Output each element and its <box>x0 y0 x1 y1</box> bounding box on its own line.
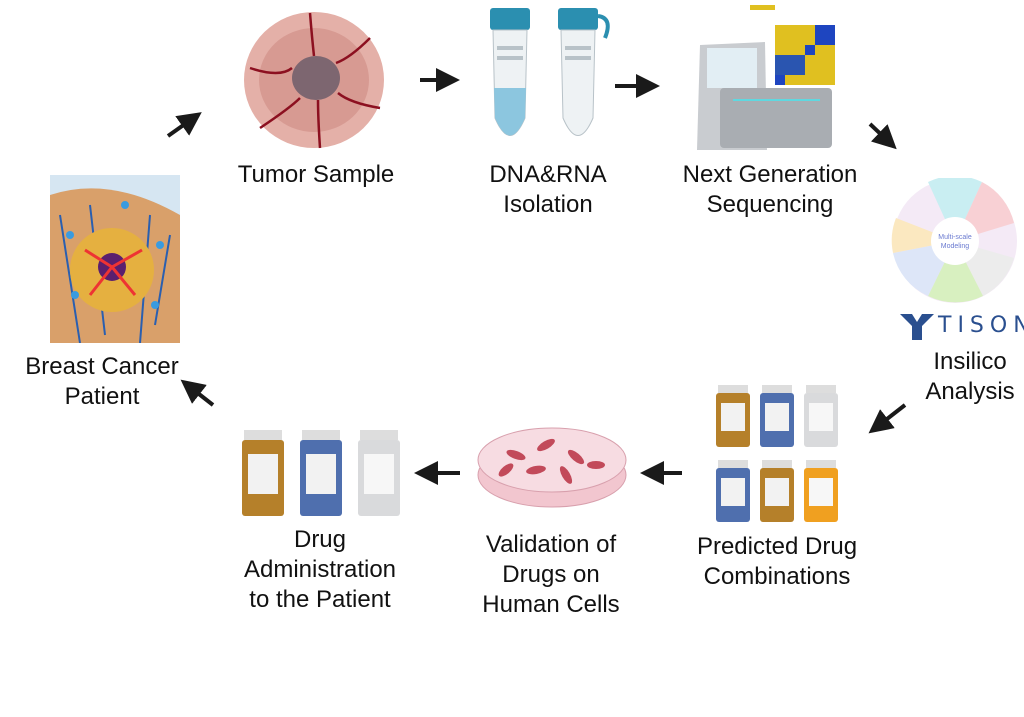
label-line: Next Generation <box>682 161 858 188</box>
label-line: Analysis <box>925 378 1015 405</box>
predicted-drug-bottles-image <box>716 385 838 522</box>
tumor-sample-image <box>244 12 384 149</box>
administration-drug-bottles-image <box>242 430 400 516</box>
arrow-insilico-to-predicted <box>868 403 907 434</box>
petri-dish-cells-image <box>477 427 627 508</box>
label-line: Combinations <box>703 563 851 590</box>
arrow-sequencing-to-insilico <box>868 122 897 150</box>
label-line: Breast Cancer <box>25 353 179 380</box>
tison-logo: TISON <box>900 310 1024 340</box>
label-tumor-sample: Tumor Sample <box>238 160 395 190</box>
label-line: to the Patient <box>249 586 391 613</box>
label-line: Drugs on <box>502 561 600 588</box>
multiscale-modeling-wheel-image: Multi-scale Modeling <box>891 178 1017 303</box>
label-line: Tumor Sample <box>237 161 395 188</box>
arrow-patient-to-tumor <box>166 112 202 138</box>
label-line: Drug <box>293 526 347 553</box>
label-line: Human Cells <box>482 591 620 618</box>
breast-cancer-patient-image <box>50 175 180 343</box>
label-validation-on-human-cells: Validation of Drugs on Human Cells <box>482 530 619 620</box>
label-line: Validation of <box>485 531 617 558</box>
arrow-administration-to-patient <box>180 379 215 407</box>
label-line: Patient <box>64 383 140 410</box>
wheel-center-text: Multi-scale <box>938 234 972 241</box>
label-line: Insilico <box>933 348 1007 375</box>
label-line: DNA&RNA <box>489 161 607 188</box>
label-dna-rna-isolation: DNA&RNA Isolation <box>489 160 606 220</box>
label-line: Administration <box>243 556 397 583</box>
label-line: Sequencing <box>706 191 834 218</box>
tison-logo-mark <box>900 314 934 340</box>
label-line: Predicted Drug <box>696 533 858 560</box>
dna-rna-tubes-image <box>490 8 610 136</box>
sequencer-heatmap-image <box>697 5 835 150</box>
label-line: Isolation <box>503 191 593 218</box>
svg-text:Modeling: Modeling <box>941 243 970 250</box>
tison-logo-text: TISON <box>938 312 1024 338</box>
